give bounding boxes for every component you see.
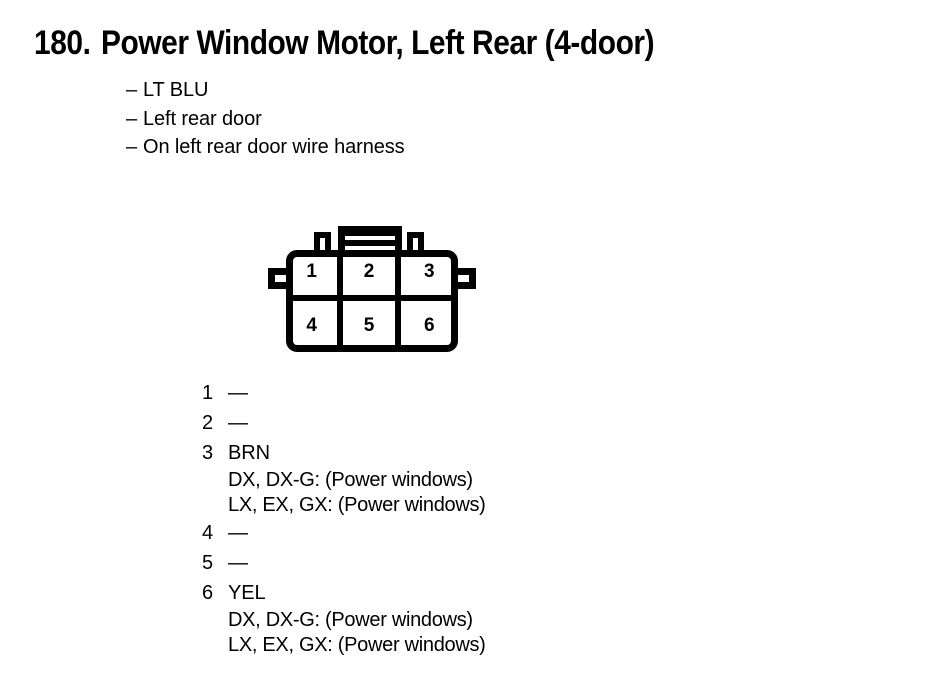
page-title: 180. Power Window Motor, Left Rear (4-do… — [34, 24, 730, 63]
pin-value: — — [228, 412, 248, 434]
pin-legend-entry: 4 — — [202, 518, 486, 548]
pin-number: 3 — [202, 442, 214, 464]
pin-number: 4 — [202, 522, 214, 544]
connector-pin-cell: 3 — [400, 250, 458, 301]
pin-legend-row: 1 — — [202, 378, 486, 408]
pin-legend-list: 1 — 2 — 3 BRN DX, DX-G: (Power windows) … — [202, 378, 486, 658]
pin-value: YEL — [228, 582, 266, 604]
pin-legend-entry: 5 — — [202, 548, 486, 578]
keyway-slot — [345, 246, 395, 250]
pin-legend-entry: 6 YEL DX, DX-G: (Power windows) LX, EX, … — [202, 578, 486, 658]
keyway-slot — [345, 236, 395, 240]
section-number: 180. — [34, 24, 91, 62]
pin-note: LX, EX, GX: (Power windows) — [228, 634, 486, 656]
pin-legend-row: 3 BRN — [202, 438, 486, 468]
pin-note: DX, DX-G: (Power windows) — [228, 469, 473, 491]
connector-pin-cell: 5 — [343, 301, 401, 352]
pin-legend-entry: 2 — — [202, 408, 486, 438]
pin-value: — — [228, 522, 248, 544]
pin-number: 6 — [202, 582, 214, 604]
dash-icon: – — [126, 107, 138, 130]
connector-pin-cell: 1 — [286, 250, 344, 301]
pin-note: LX, EX, GX: (Power windows) — [228, 494, 486, 516]
pin-legend-row: 6 YEL — [202, 578, 486, 608]
connector-pin-cell: 2 — [343, 250, 401, 301]
dash-icon: – — [126, 136, 138, 158]
pin-legend-row: 5 — — [202, 548, 486, 578]
connector-pin-cell: 6 — [424, 315, 435, 336]
pin-legend-entry: 1 — — [202, 378, 486, 408]
pin-number: 1 — [202, 382, 214, 404]
pin-note: DX, DX-G: (Power windows) — [228, 609, 473, 631]
title-text: Power Window Motor, Left Rear (4-door) — [101, 24, 655, 62]
dash-icon: – — [126, 79, 138, 101]
pin-legend-row: 4 — — [202, 518, 486, 548]
pin-legend-row: 2 — — [202, 408, 486, 438]
pin-number: 5 — [202, 552, 214, 574]
list-item: – Left rear door — [126, 105, 405, 134]
connector-diagram: 1 2 3 4 5 6 — [268, 224, 476, 356]
connector-pin-cell: 4 — [286, 301, 344, 352]
description-list: – LT BLU – Left rear door – On left rear… — [126, 76, 405, 162]
pin-value: BRN — [228, 442, 270, 464]
connector-body — [286, 250, 458, 352]
connector-side-tab-left — [268, 268, 290, 289]
pin-value: — — [228, 552, 248, 574]
list-item-label: On left rear door wire harness — [143, 136, 405, 158]
connector-side-tab-right — [454, 268, 476, 289]
list-item-label: Left rear door — [143, 107, 262, 130]
connector-pin-grid: 1 2 3 4 5 6 — [286, 250, 458, 352]
list-item: – LT BLU — [126, 76, 405, 105]
pin-number: 2 — [202, 412, 214, 434]
list-item: – On left rear door wire harness — [126, 133, 405, 162]
list-item-label: LT BLU — [143, 79, 209, 101]
pin-legend-entry: 3 BRN DX, DX-G: (Power windows) LX, EX, … — [202, 438, 486, 518]
pin-value: — — [228, 382, 248, 404]
